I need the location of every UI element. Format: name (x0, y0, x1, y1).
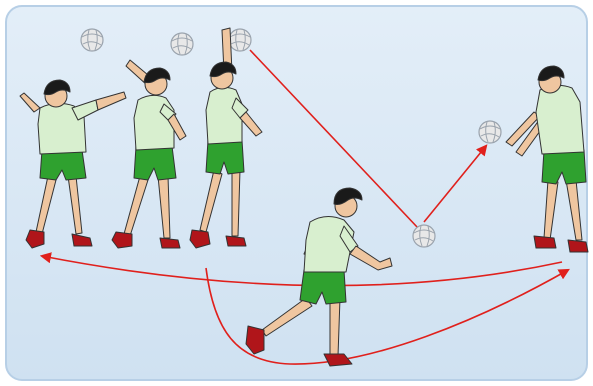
ball-toss-2 (170, 32, 194, 56)
path-bounce-to-receiver (423, 144, 488, 223)
figure-spiker-hit (189, 27, 263, 249)
ball-receive (478, 120, 502, 144)
path-hit-to-bounce (249, 49, 419, 229)
figure-spiker-approach (19, 79, 127, 249)
panel-background (5, 5, 588, 381)
ball-hit (228, 28, 252, 52)
ball-bounce (412, 224, 436, 248)
figure-runner (245, 187, 393, 367)
figure-receiver (505, 65, 589, 253)
path-run-around (205, 267, 570, 365)
figure-spiker-jump (111, 59, 187, 249)
ball-toss-1 (80, 28, 104, 52)
